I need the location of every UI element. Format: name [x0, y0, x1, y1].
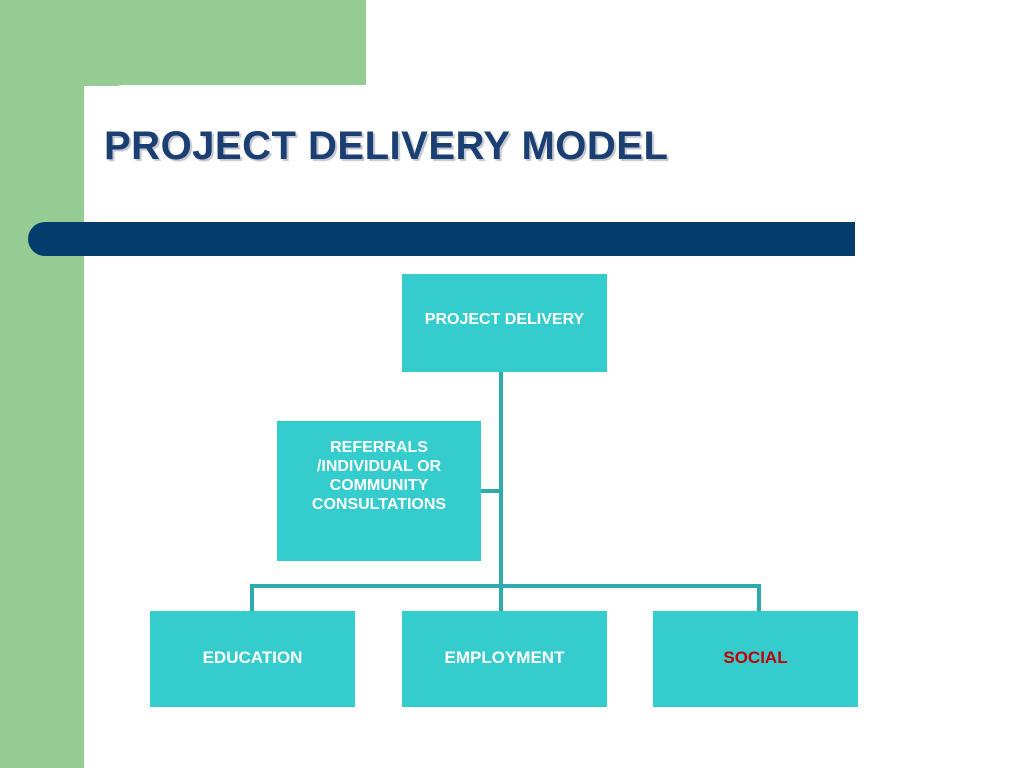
page-title: PROJECT DELIVERY MODEL — [104, 124, 669, 168]
node-project-delivery-label: PROJECT DELIVERY — [424, 311, 585, 328]
connector-drop-education — [250, 584, 254, 611]
connector-referrals-stub — [481, 489, 501, 493]
node-employment-label: EMPLOYMENT — [444, 648, 565, 667]
title-underline-bar — [28, 222, 855, 256]
node-education: EDUCATION — [150, 611, 355, 707]
node-employment: EMPLOYMENT — [402, 611, 607, 707]
node-referrals-label: REFERRALS /INDIVIDUAL OR COMMUNITY CONSU… — [311, 439, 447, 513]
connector-drop-social — [757, 584, 761, 611]
left-green-band — [0, 0, 84, 768]
node-project-delivery: PROJECT DELIVERY — [402, 274, 607, 372]
top-green-band — [0, 0, 366, 86]
node-social: SOCIAL — [653, 611, 858, 707]
node-social-label: SOCIAL — [723, 648, 788, 667]
connector-horizontal-bus — [250, 584, 761, 588]
connector-trunk-vertical — [499, 372, 503, 611]
node-referrals: REFERRALS /INDIVIDUAL OR COMMUNITY CONSU… — [277, 421, 481, 561]
node-education-label: EDUCATION — [202, 648, 303, 667]
